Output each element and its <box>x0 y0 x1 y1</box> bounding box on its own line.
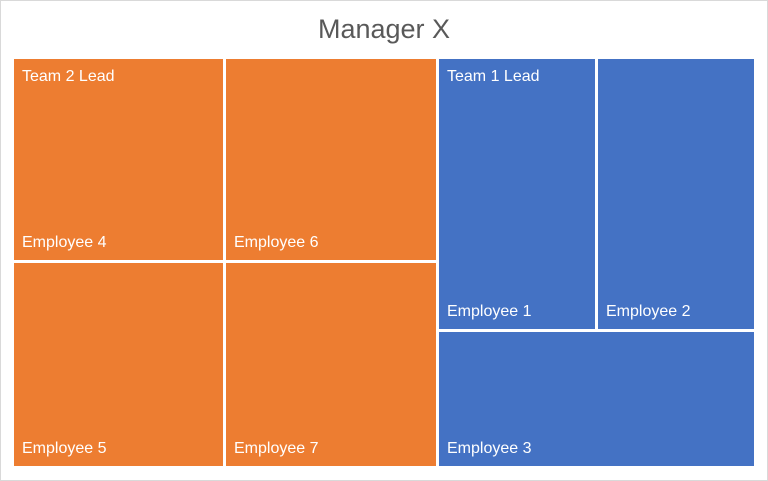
treemap-tile-label: Employee 5 <box>22 440 107 457</box>
treemap-tile-employee-2: Employee 2 <box>598 59 754 329</box>
treemap-group-label-team-2-lead: Team 2 Lead <box>22 68 115 85</box>
treemap-tile-employee-6: Employee 6 <box>226 59 436 260</box>
treemap-tile-label: Employee 7 <box>234 440 319 457</box>
treemap-tile-label: Employee 6 <box>234 234 319 251</box>
treemap-tile-label: Employee 1 <box>447 303 532 320</box>
treemap-tile-label: Employee 3 <box>447 440 532 457</box>
treemap-tile-employee-5: Employee 5 <box>14 263 223 466</box>
treemap-group-label-team-1-lead: Team 1 Lead <box>447 68 540 85</box>
treemap-tile-employee-7: Employee 7 <box>226 263 436 466</box>
treemap-tile-label: Employee 2 <box>606 303 691 320</box>
treemap-tile-employee-3: Employee 3 <box>439 332 754 466</box>
treemap-tile-label: Employee 4 <box>22 234 107 251</box>
chart-title: Manager X <box>317 14 451 44</box>
